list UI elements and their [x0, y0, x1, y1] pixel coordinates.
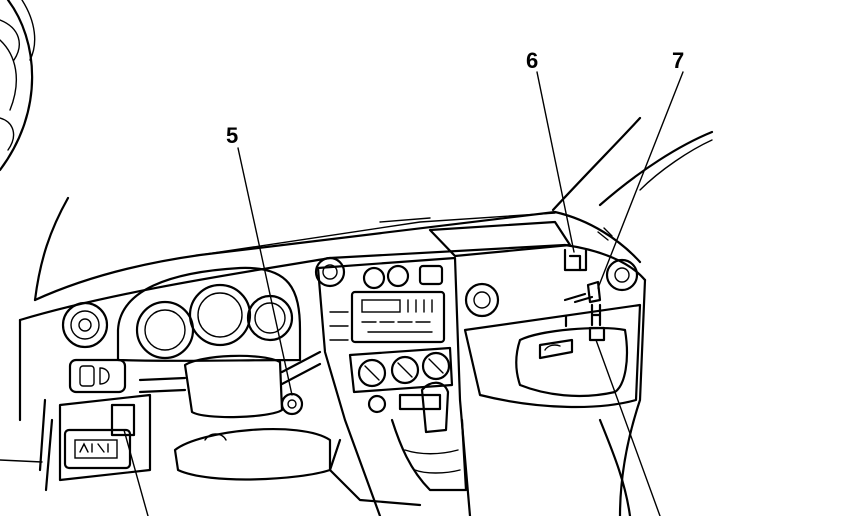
leader-line-5	[237, 147, 293, 396]
callout-label-7: 7	[672, 48, 685, 73]
climate-controls	[348, 346, 454, 414]
knob-item-5	[280, 392, 304, 416]
right-kick-panel	[598, 418, 632, 518]
glove-box	[463, 303, 642, 409]
callout-label-5: 5	[226, 123, 239, 148]
leader-line-6	[536, 71, 575, 253]
leader-line-bottom-right	[595, 339, 661, 517]
radio	[350, 290, 446, 344]
left-air-vent	[61, 301, 109, 349]
part-item-6	[563, 248, 588, 272]
part-item-7	[563, 227, 613, 342]
right-air-vent	[605, 258, 639, 292]
instrument-cluster	[116, 266, 302, 362]
leader-line-left	[0, 459, 43, 463]
leader-line-bottom-left	[123, 429, 149, 517]
steering-wheel	[0, 0, 36, 172]
windshield-outline	[33, 116, 714, 302]
lower-left-panel	[38, 393, 152, 492]
steering-hub	[138, 350, 332, 481]
top-storage-panel	[428, 220, 572, 258]
gear-shifter	[328, 381, 468, 507]
leader-line-7	[597, 71, 684, 289]
dashboard-top	[18, 210, 647, 518]
headlamp-switch	[68, 358, 127, 394]
center-stack	[314, 256, 500, 518]
callout-label-6: 6	[526, 48, 539, 73]
leader-lines	[0, 71, 684, 517]
